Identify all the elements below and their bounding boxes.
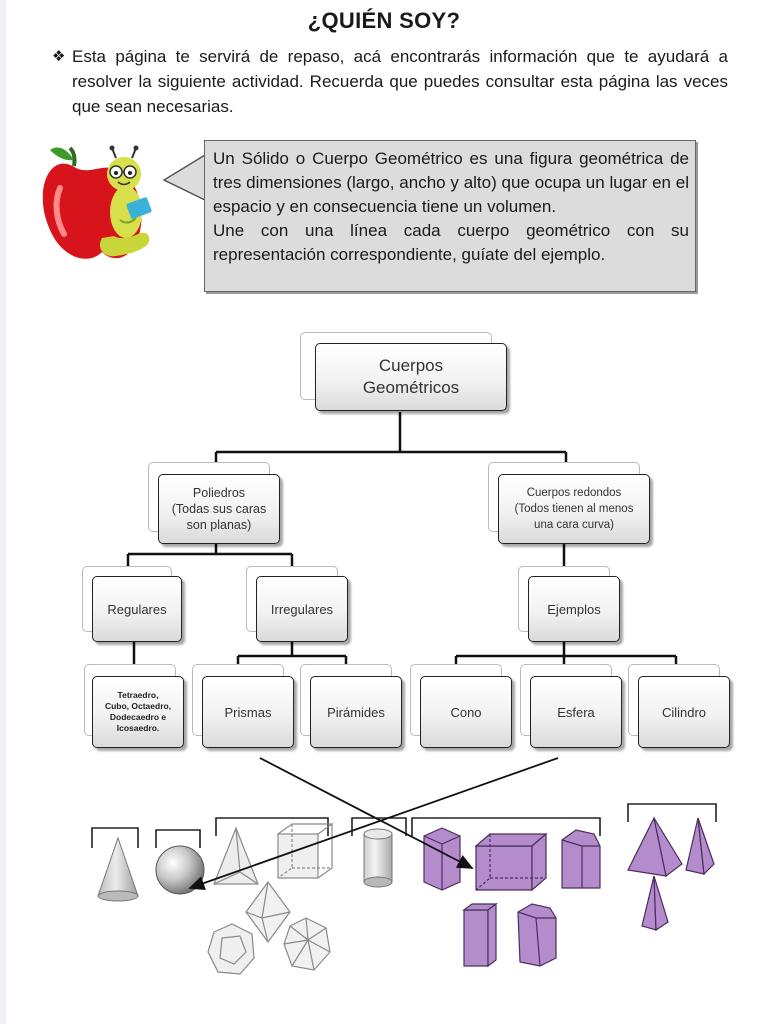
node-label: una cara curva)	[534, 519, 614, 531]
bracket-prismas	[411, 817, 601, 836]
node-label: Geométricos	[362, 378, 460, 397]
square-prism-solid	[462, 902, 498, 968]
node-label: (Todas sus caras	[171, 502, 267, 516]
icosahedron-solid	[283, 917, 331, 971]
bracket-regulares	[215, 817, 329, 836]
sphere-solid	[155, 845, 205, 895]
page-edge-strip	[0, 0, 6, 1024]
pentagonal-prism-solid	[561, 829, 601, 889]
pentagonal-prism-small-solid	[517, 903, 557, 967]
info-definition: Un Sólido o Cuerpo Geométrico es una fig…	[213, 149, 689, 216]
apple-bookworm-icon	[42, 145, 152, 259]
bracket-esfera	[155, 829, 201, 848]
bracket-cono	[91, 827, 139, 848]
octahedron-solid	[245, 880, 291, 944]
rectangular-prism-solid	[474, 832, 548, 892]
node-label: Tetraedro,	[117, 690, 159, 700]
tetrahedron-solid	[213, 826, 259, 885]
triangular-pyramid-solid	[685, 817, 715, 876]
example-arrow-prismas	[259, 757, 474, 869]
intro-paragraph: ❖ Esta página te servirá de repaso, acá …	[52, 44, 728, 119]
hexagonal-prism-solid	[423, 827, 461, 891]
node-label: Cuerpos redondos	[526, 487, 622, 499]
info-callout-box: Un Sólido o Cuerpo Geométrico es una fig…	[204, 140, 696, 292]
node-label: Cono	[450, 704, 482, 720]
node-label: Poliedros	[192, 486, 246, 500]
small-pyramid-solid	[641, 875, 669, 932]
node-label: son planas)	[186, 518, 252, 532]
node-label: Icosaedro.	[116, 723, 160, 733]
node-label: Prismas	[224, 704, 272, 720]
cone-solid	[97, 836, 139, 902]
node-label: Cilindro	[661, 704, 707, 720]
node-label: Cuerpos	[378, 356, 444, 375]
node-label: (Todos tienen al menos	[514, 503, 634, 515]
node-label: Irregulares	[270, 601, 334, 617]
node-label: Cubo, Octaedro,	[104, 701, 172, 711]
square-pyramid-solid	[627, 816, 683, 878]
node-label: Pirámides	[327, 704, 385, 720]
node-label: Ejemplos	[547, 601, 601, 617]
bracket-cilindro	[351, 817, 407, 836]
cylinder-solid	[363, 828, 393, 888]
example-arrow-esfera	[188, 757, 559, 890]
node-label: Dodecaedro e	[109, 712, 167, 722]
diamond-bullet-icon: ❖	[52, 48, 66, 65]
page-title: ¿QUIÉN SOY?	[307, 8, 461, 33]
info-instruction: Une con una línea cada cuerpo geométrico…	[213, 221, 689, 264]
intro-text: Esta página te servirá de repaso, acá en…	[72, 47, 728, 116]
dodecahedron-solid	[207, 923, 255, 975]
node-label: Esfera	[557, 704, 595, 720]
bracket-piramides	[627, 803, 717, 822]
node-label: Regulares	[107, 601, 167, 617]
cube-solid	[277, 823, 334, 879]
